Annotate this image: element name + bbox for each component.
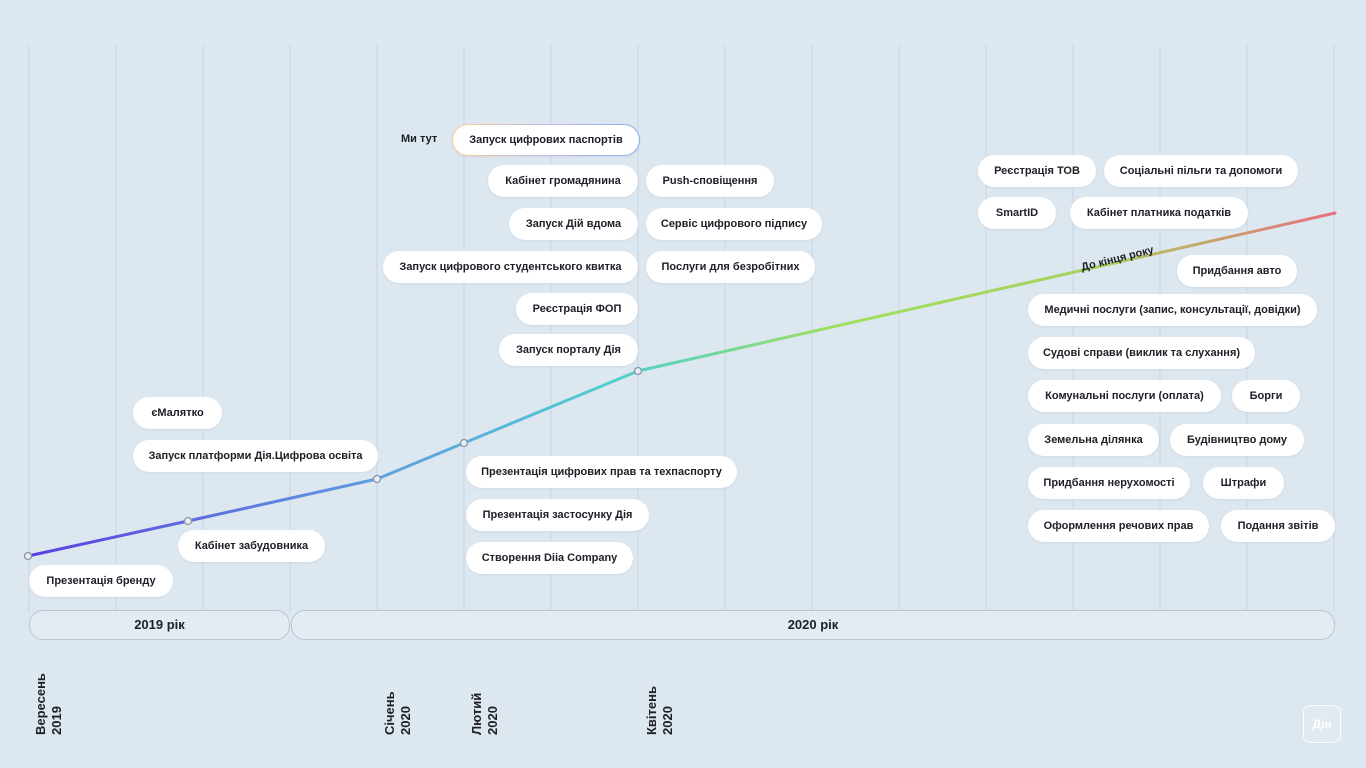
milestone-pill: Презентація застосунку Дія	[466, 499, 649, 531]
milestone-pill: Кабінет забудовника	[178, 530, 325, 562]
milestone-pill: Реєстрація ФОП	[516, 293, 638, 325]
milestone-pill: Комунальні послуги (оплата)	[1028, 380, 1221, 412]
milestone-pill: Кабінет платника податків	[1070, 197, 1248, 229]
milestone-pill: Запуск платформи Дія.Цифрова освіта	[133, 440, 378, 472]
milestone-pill: SmartID	[978, 197, 1056, 229]
year-bar-2019: 2019 рік	[29, 610, 290, 640]
milestone-pill: Послуги для безробітних	[646, 251, 815, 283]
timeline-node	[372, 474, 382, 484]
milestone-pill: Запуск Дій вдома	[509, 208, 638, 240]
timeline-node	[633, 366, 643, 376]
timeline-node	[23, 551, 33, 561]
milestone-pill: Створення Diia Company	[466, 542, 633, 574]
milestone-pill: Презентація бренду	[29, 565, 173, 597]
progress-line	[26, 211, 1337, 558]
milestone-pill: Push-сповіщення	[646, 165, 774, 197]
milestone-pill: Штрафи	[1203, 467, 1284, 499]
current-milestone: Запуск цифрових паспортів	[452, 124, 640, 156]
milestone-pill: єМалятко	[133, 397, 222, 429]
milestone-pill: Борги	[1232, 380, 1300, 412]
milestone-pill: Реєстрація ТОВ	[978, 155, 1096, 187]
milestone-pill: Будівництво дому	[1170, 424, 1304, 456]
milestone-pill: Придбання нерухомості	[1028, 467, 1190, 499]
milestone-pill: Подання звітів	[1221, 510, 1335, 542]
milestone-pill: Презентація цифрових прав та техпаспорту	[466, 456, 737, 488]
here-label: Ми тут	[401, 133, 438, 145]
timeline-node	[183, 516, 193, 526]
year-bar-2020: 2020 рік	[291, 610, 1335, 640]
milestone-pill: Сервіс цифрового підпису	[646, 208, 822, 240]
milestone-pill: Судові справи (виклик та слухання)	[1028, 337, 1255, 369]
milestone-pill: Медичні послуги (запис, консультації, до…	[1028, 294, 1317, 326]
milestone-pill: Кабінет громадянина	[488, 165, 638, 197]
milestone-pill: Запуск порталу Дія	[499, 334, 638, 366]
milestone-pill: Оформлення речових прав	[1028, 510, 1209, 542]
diia-logo: Дія	[1303, 705, 1341, 743]
milestone-pill: Земельна ділянка	[1028, 424, 1159, 456]
milestone-pill: Придбання авто	[1177, 255, 1297, 287]
milestone-pill: Запуск цифрового студентського квитка	[383, 251, 638, 283]
milestone-pill: Соціальні пільги та допомоги	[1104, 155, 1298, 187]
timeline-node	[459, 438, 469, 448]
